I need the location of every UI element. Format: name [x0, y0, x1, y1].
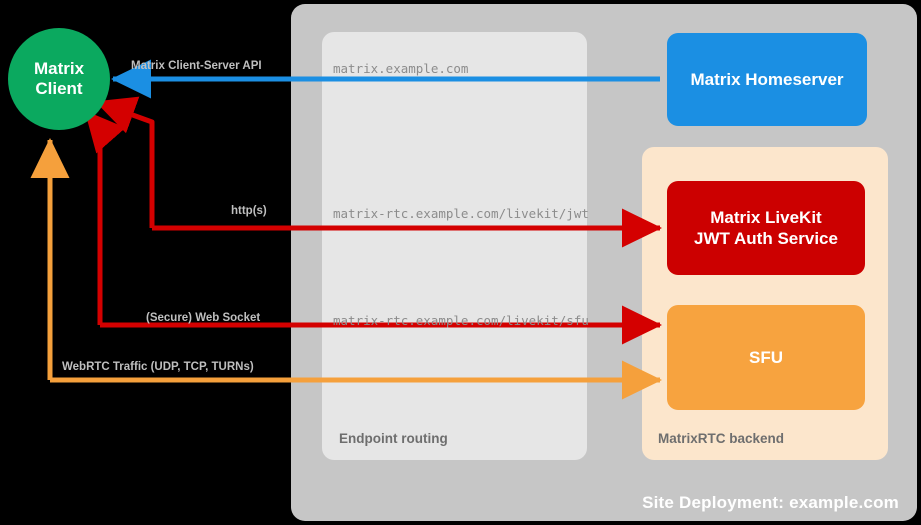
matrix-homeserver-label: Matrix Homeserver: [690, 69, 844, 89]
endpoint-routing-label: Endpoint routing: [339, 431, 448, 446]
sfu-label: SFU: [749, 347, 783, 367]
endpoint-livekit-sfu: matrix-rtc.example.com/livekit/sfu: [333, 313, 589, 328]
endpoint-matrix-example-com: matrix.example.com: [333, 61, 469, 76]
edge-sfu-websocket-return: [84, 110, 126, 325]
node-sfu[interactable]: SFU: [667, 305, 865, 410]
node-jwt-auth-service[interactable]: Matrix LiveKit JWT Auth Service: [667, 181, 865, 275]
matrix-client-label-line1: Matrix: [33, 58, 85, 78]
endpoint-routing-panel: Endpoint routing: [322, 32, 587, 460]
jwt-auth-label-line2: JWT Auth Service: [694, 229, 838, 248]
endpoint-livekit-jwt: matrix-rtc.example.com/livekit/jwt: [333, 206, 589, 221]
matrixrtc-backend-label: MatrixRTC backend: [658, 431, 785, 446]
node-matrix-client[interactable]: Matrix Client: [8, 28, 110, 130]
jwt-auth-label-line1: Matrix LiveKit: [710, 207, 822, 227]
edge-label-web-socket: (Secure) Web Socket: [146, 312, 261, 324]
edge-jwt-auth-return: [95, 96, 155, 228]
edge-label-webrtc-traffic: WebRTC Traffic (UDP, TCP, TURNs): [62, 361, 254, 373]
matrix-client-label-line2: Client: [35, 79, 83, 98]
edge-label-http: http(s): [231, 205, 267, 217]
site-deployment-label: Site Deployment: example.com: [642, 493, 899, 512]
node-matrix-homeserver[interactable]: Matrix Homeserver: [667, 33, 867, 126]
edge-label-client-server-api: Matrix Client-Server API: [131, 60, 262, 72]
